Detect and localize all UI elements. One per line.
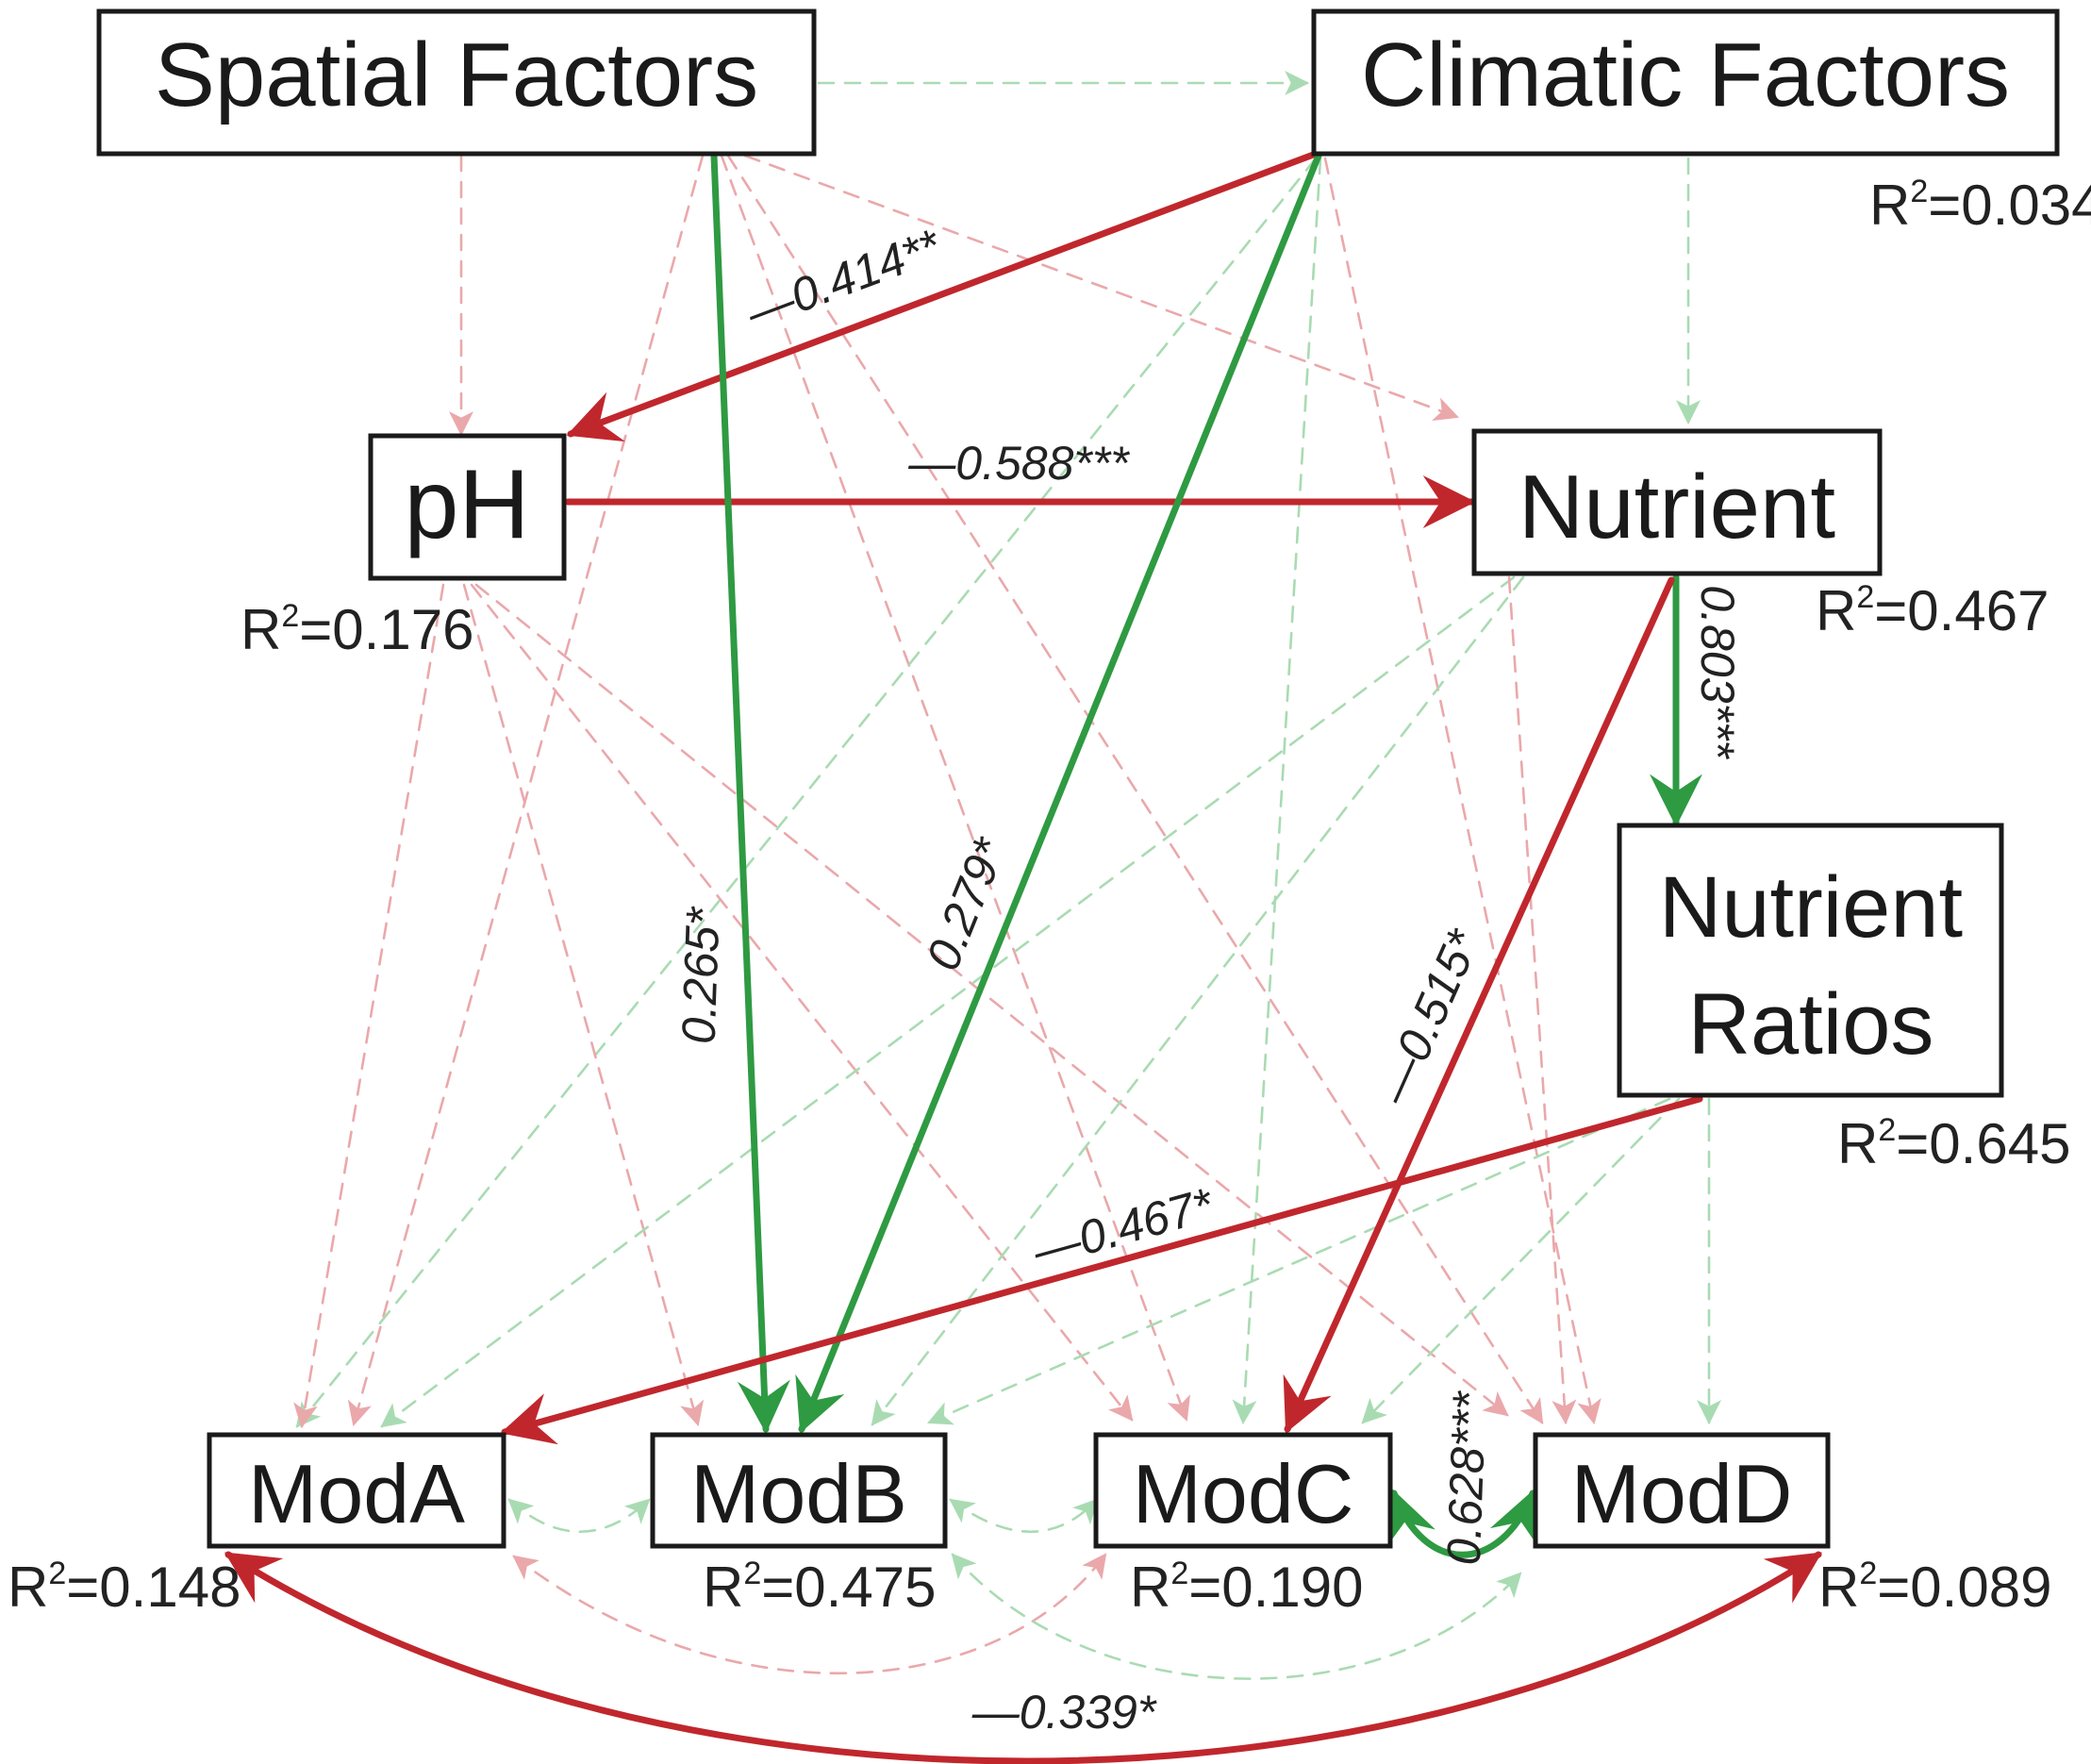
r2-modd: R2=0.089 <box>1818 1556 2051 1619</box>
significant-paths <box>224 150 1822 1764</box>
coef-moda-modd: —0.339* <box>971 1686 1157 1739</box>
ns-path-spatial-moda <box>347 154 705 1427</box>
node-modd: ModD <box>1533 1432 1831 1549</box>
ns-path-ratios-modb <box>927 1097 1671 1425</box>
ns-path-spatial-modc <box>720 154 1190 1423</box>
node-nutrient-ratios: Nutrient Ratios <box>1617 823 2004 1098</box>
ns-path-ph-modc <box>470 583 1134 1422</box>
node-label: ModB <box>690 1447 907 1540</box>
r2-modb: R2=0.475 <box>703 1556 936 1619</box>
node-label: Spatial Factors <box>155 25 758 125</box>
node-label: ModD <box>1571 1447 1793 1540</box>
coef-climatic-ph: —0.414** <box>738 219 948 341</box>
ns-path-ph-modb <box>462 583 705 1427</box>
node-label: ModC <box>1133 1447 1354 1540</box>
cov-moda-modd <box>224 1551 1822 1764</box>
r2-ratios: R2=0.645 <box>1837 1112 2070 1175</box>
coef-modc-modd: 0.628*** <box>1437 1390 1496 1566</box>
r2-modc: R2=0.190 <box>1130 1556 1363 1619</box>
node-ph: pH <box>368 433 567 581</box>
r2-nutrient: R2=0.467 <box>1816 579 2049 642</box>
coef-climatic-modb: 0.279* <box>916 830 1017 977</box>
node-climatic-factors: Climatic Factors <box>1311 8 2060 157</box>
ns-cov-modb-modd <box>951 1553 1522 1680</box>
node-nutrient: Nutrient <box>1471 428 1883 576</box>
ns-cov-moda-modc <box>512 1553 1107 1675</box>
coef-ph-nutrient: —0.588*** <box>907 437 1130 490</box>
node-label-line2: Ratios <box>1688 976 1934 1073</box>
ns-path-climatic-modd <box>1323 157 1601 1425</box>
coef-spatial-modb: 0.265* <box>672 906 730 1045</box>
node-label: ModA <box>248 1447 465 1540</box>
node-moda: ModA <box>207 1432 506 1549</box>
ns-path-climatic-moda <box>295 157 1318 1428</box>
path-nutrient-modc <box>1283 576 1675 1434</box>
node-spatial-factors: Spatial Factors <box>96 8 817 157</box>
ns-path-ph-modd <box>474 583 1509 1417</box>
node-label: Nutrient <box>1518 457 1835 557</box>
node-label: Climatic Factors <box>1361 25 2010 125</box>
path-ratios-moda <box>500 1095 1703 1445</box>
non-significant-paths <box>293 71 1721 1680</box>
ns-path-ph-moda <box>293 583 445 1429</box>
node-modc: ModC <box>1093 1432 1393 1549</box>
path-climatic-ph <box>566 150 1319 442</box>
path-climatic-modb <box>795 152 1322 1434</box>
node-label: pH <box>405 450 530 559</box>
r2-climatic: R2=0.034 <box>1869 174 2091 237</box>
ns-cov-moda-modb <box>507 1498 651 1534</box>
coef-nutrient-ratios: 0.803*** <box>1691 585 1744 759</box>
ns-path-ratios-modc <box>1361 1097 1681 1424</box>
ns-path-nutrient-modd <box>1507 575 1577 1425</box>
ns-path-spatial-nutrient <box>743 154 1460 421</box>
ns-path-spatial-modd <box>726 154 1544 1424</box>
r2-ph: R2=0.176 <box>241 598 473 661</box>
ns-path-climatic-modc <box>1232 157 1322 1425</box>
r2-labels: R2=0.034 R2=0.176 R2=0.467 R2=0.645 R2=0… <box>8 174 2091 1619</box>
r2-moda: R2=0.148 <box>8 1556 241 1619</box>
ns-cov-modb-modc <box>949 1498 1099 1534</box>
ns-path-nutrient-modb <box>871 575 1525 1426</box>
node-label-line1: Nutrient <box>1659 859 1963 956</box>
path-spatial-modb <box>710 152 790 1434</box>
node-modb: ModB <box>650 1432 948 1549</box>
